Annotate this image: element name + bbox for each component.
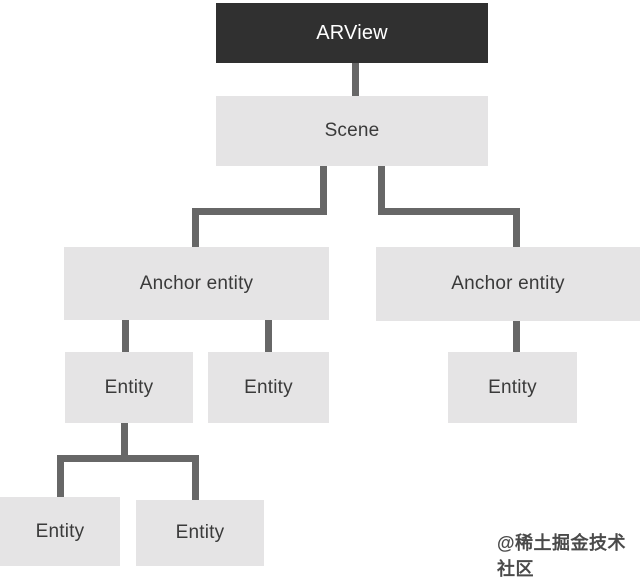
node-arview: ARView: [216, 3, 488, 63]
juejin-watermark: @稀土掘金技术社区: [497, 533, 627, 579]
edge-entity1-child2-drop: [192, 455, 199, 500]
node-anchor-entity-right: Anchor entity: [376, 247, 640, 321]
node-entity-left-1: Entity: [65, 352, 193, 423]
node-entity-right: Entity: [448, 352, 577, 423]
node-anchor-entity-left: Anchor entity: [64, 247, 329, 320]
node-entity-bottom-2: Entity: [136, 500, 264, 566]
edge-entity1-children-v: [121, 423, 128, 462]
node-scene: Scene: [216, 96, 488, 166]
edge-anchorleft-entity2: [265, 320, 272, 352]
edge-scene-anchorright-drop: [513, 208, 520, 247]
node-entity-left-2: Entity: [208, 352, 329, 423]
arview-hierarchy-diagram: ARView Scene Anchor entity Anchor entity…: [0, 3, 640, 579]
node-entity-bottom-1: Entity: [0, 497, 120, 566]
edge-scene-anchorright-v: [378, 166, 385, 215]
edge-scene-anchorleft-v: [320, 166, 327, 215]
edge-anchorright-entity: [513, 320, 520, 352]
edge-entity1-child1-drop: [57, 455, 64, 497]
edge-scene-anchorright-h: [378, 208, 520, 215]
edge-arview-scene: [352, 63, 359, 97]
edge-scene-anchorleft-h: [192, 208, 327, 215]
edge-entity1-children-h: [57, 455, 199, 462]
edge-scene-anchorleft-drop: [192, 208, 199, 247]
edge-anchorleft-entity1: [122, 320, 129, 352]
